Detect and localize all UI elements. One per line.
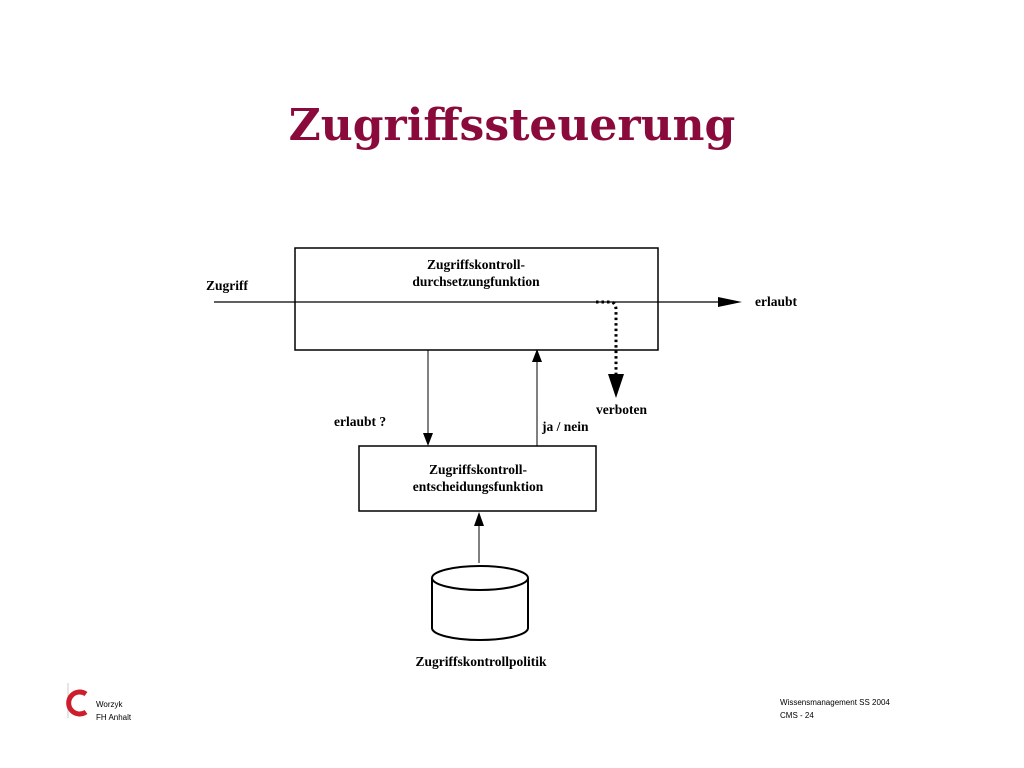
decision-function-box bbox=[358, 445, 597, 512]
response-label: ja / nein bbox=[541, 419, 589, 434]
output-label-verboten: verboten bbox=[596, 402, 647, 417]
footer-course: Wissensmanagement SS 2004 bbox=[780, 698, 890, 707]
allowed-arrowhead bbox=[718, 297, 742, 307]
footer-institution: FH Anhalt bbox=[96, 713, 132, 722]
output-label-erlaubt: erlaubt bbox=[755, 294, 798, 309]
policy-arrowhead bbox=[474, 512, 484, 526]
denied-arrowhead bbox=[608, 374, 624, 398]
request-label: erlaubt ? bbox=[334, 414, 386, 429]
enforcement-box-line1: Zugriffskontroll- bbox=[427, 257, 525, 272]
footer-author: Worzyk bbox=[96, 700, 123, 709]
response-arrowhead bbox=[532, 349, 542, 362]
policy-database-icon bbox=[431, 565, 529, 641]
policy-store-label: Zugriffskontrollpolitik bbox=[415, 654, 547, 669]
enforcement-function-box bbox=[294, 247, 659, 351]
enforcement-box-line2: durchsetzungfunktion bbox=[412, 274, 540, 289]
denied-dotted-path bbox=[596, 300, 618, 376]
decision-box-line2: entscheidungsfunktion bbox=[413, 479, 544, 494]
page-title: Zugriffssteuerung bbox=[288, 100, 736, 151]
decision-box-line1: Zugriffskontroll- bbox=[429, 462, 527, 477]
request-arrowhead bbox=[423, 433, 433, 446]
input-label-zugriff: Zugriff bbox=[206, 278, 249, 293]
footer-page-number: CMS - 24 bbox=[780, 711, 814, 720]
fh-anhalt-logo-icon bbox=[66, 683, 88, 718]
